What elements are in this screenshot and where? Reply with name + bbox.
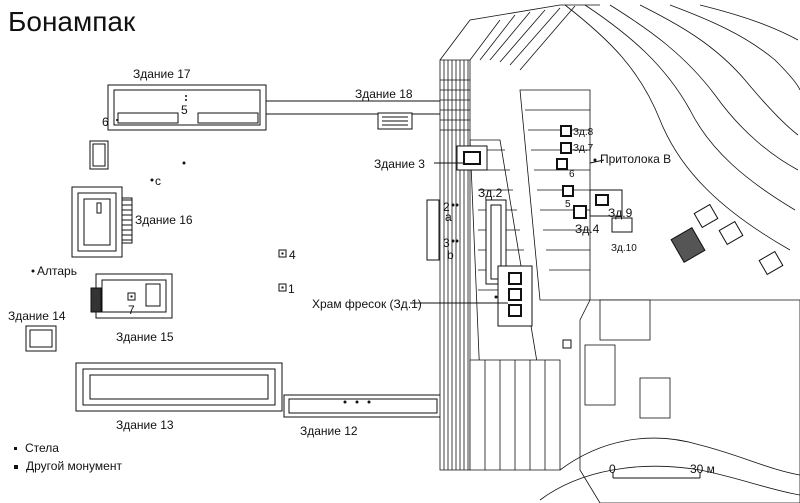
marker-label-4: 4 (289, 248, 296, 262)
label-building-2: Зд.2 (478, 186, 503, 200)
scale-label-end: 30 м (690, 462, 715, 476)
label-building-3: Здание 3 (374, 157, 425, 171)
building-3-shape (456, 145, 488, 171)
building-17-shape (107, 84, 267, 131)
building-15-shape (90, 273, 173, 319)
small-platform-shape (89, 140, 109, 170)
upper-terraces (519, 89, 800, 503)
label-building-5: 5 (565, 199, 571, 210)
label-fresco-temple: Храм фресок (Зд.1) (312, 297, 422, 311)
legend-monument-label: Другой монумент (26, 459, 122, 473)
marker-label-1: 1 (288, 282, 295, 296)
east-structure-1 (693, 203, 719, 229)
label-building-17: Здание 17 (133, 67, 191, 81)
label-building-12: Здание 12 (300, 424, 358, 438)
marker-label-c: c (155, 174, 161, 188)
marker-label-a: a (445, 210, 452, 224)
building-5-shape (562, 185, 574, 197)
building-12-shape (283, 394, 443, 418)
marker-label-3: 3 (443, 236, 450, 250)
label-building-4: Зд.4 (575, 222, 600, 236)
label-building-10: Зд.10 (611, 243, 637, 254)
building-18-shape (265, 100, 445, 130)
monument-markers (31, 95, 597, 404)
building-10-shape (611, 217, 633, 233)
monument-marker-icon (14, 464, 18, 469)
label-building-15: Здание 15 (116, 330, 174, 344)
label-building-9: Зд.9 (608, 206, 633, 220)
marker-label-6: 6 (102, 115, 109, 129)
label-building-8: Зд.8 (573, 127, 594, 138)
label-building-18: Здание 18 (355, 87, 413, 101)
label-altar: Алтарь (37, 264, 77, 278)
legend-monument: Другой монумент (14, 459, 122, 473)
label-building-16: Здание 16 (135, 213, 193, 227)
building-8-shape (560, 125, 572, 137)
building-13-shape (75, 362, 283, 412)
fresco-temple-shape (497, 265, 533, 327)
east-stairway (670, 227, 706, 263)
marker-label-5: 5 (181, 103, 188, 117)
label-lintel-b: Притолока B (600, 152, 672, 166)
scale-bar (612, 472, 701, 479)
scale-label-zero: 0 (609, 462, 616, 476)
label-building-7: Зд.7 (573, 143, 594, 154)
legend-stela-label: Стела (25, 441, 59, 455)
east-structure-2 (718, 220, 744, 246)
stela-marker-icon (14, 447, 17, 451)
building-16-shape (71, 186, 133, 258)
building-4-shape (573, 205, 587, 219)
label-building-6: 6 (569, 169, 575, 180)
label-building-14: Здание 14 (8, 309, 66, 323)
marker-label-b: b (447, 248, 454, 262)
building-6-shape (556, 158, 568, 170)
map-title: Бонампак (8, 6, 136, 37)
marker-label-7: 7 (128, 303, 135, 317)
east-structure-3 (758, 250, 784, 276)
building-7-shape (560, 142, 572, 154)
marker-label-2: 2 (443, 200, 450, 214)
contour-lines (539, 4, 800, 501)
label-building-13: Здание 13 (116, 418, 174, 432)
legend-stela: Стела (14, 441, 59, 455)
